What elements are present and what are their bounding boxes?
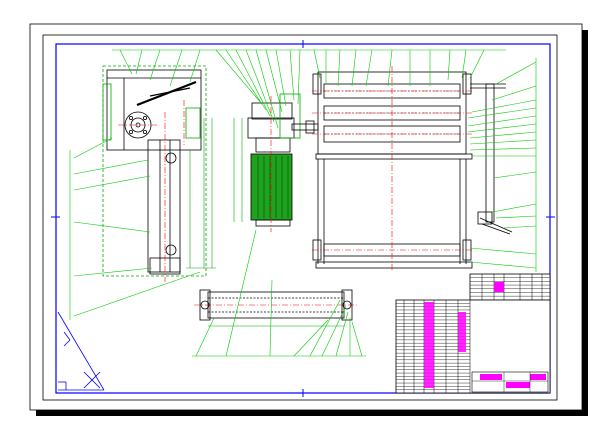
left-view-dimensions bbox=[186, 118, 216, 269]
left-view-centerlines bbox=[118, 100, 185, 282]
crank-arm bbox=[136, 80, 197, 107]
title-block bbox=[395, 299, 551, 394]
zone-ticks bbox=[51, 40, 555, 397]
front-view-centerlines bbox=[312, 66, 472, 272]
motor-body bbox=[250, 153, 293, 221]
outer-border bbox=[42, 34, 558, 401]
projection-symbol bbox=[57, 311, 105, 391]
right-detail bbox=[470, 83, 513, 235]
leader-shelves bbox=[69, 49, 537, 357]
motor-fins bbox=[257, 156, 289, 218]
motor-dimensions bbox=[233, 118, 243, 222]
vertical-rail bbox=[147, 139, 181, 273]
leader-lines bbox=[73, 49, 537, 357]
